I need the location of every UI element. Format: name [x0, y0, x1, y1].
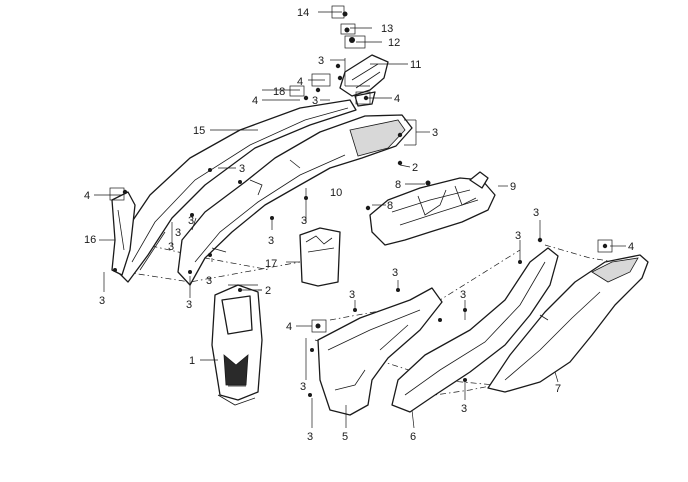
- part-6-middle-long-cover: [391, 247, 559, 413]
- callout-3: 3: [461, 403, 467, 415]
- callout-3: 3: [175, 227, 181, 239]
- callout-3: 3: [186, 299, 192, 311]
- callout-11: 11: [410, 59, 421, 71]
- callout-9: 9: [510, 181, 516, 193]
- callout-3: 3: [312, 95, 318, 107]
- callout-3: 3: [206, 275, 212, 287]
- part-15-upper-rail: [117, 99, 357, 283]
- callout-4: 4: [84, 190, 90, 202]
- callout-2: 2: [412, 162, 418, 174]
- callout-1: 1: [189, 355, 195, 367]
- fasteners: [113, 11, 608, 397]
- part-16-rear-bracket: [111, 191, 136, 276]
- callout-3: 3: [301, 215, 307, 227]
- callout-labels: 14 13 12 3 11 4 18 4 3 4 15 3 2 3 10 8 9…: [84, 7, 634, 443]
- callout-3: 3: [168, 241, 174, 253]
- part-7-rear-side-cover: [487, 254, 649, 393]
- callout-8: 8: [387, 200, 393, 212]
- callout-15: 15: [193, 125, 205, 137]
- callout-14: 14: [297, 7, 309, 19]
- callout-3: 3: [268, 235, 274, 247]
- part-5-lower-side-cover: [317, 287, 443, 416]
- callout-3: 3: [515, 230, 521, 242]
- callout-4: 4: [394, 93, 400, 105]
- callout-12: 12: [388, 37, 400, 49]
- part-9-inner-bracket: [369, 171, 496, 246]
- callout-3: 3: [392, 267, 398, 279]
- callout-4: 4: [297, 76, 303, 88]
- callout-3: 3: [188, 215, 194, 227]
- callout-13: 13: [381, 23, 393, 35]
- callout-4: 4: [252, 95, 258, 107]
- callout-10: 10: [330, 187, 342, 199]
- callout-3: 3: [300, 381, 306, 393]
- callout-3: 3: [307, 431, 313, 443]
- callout-3: 3: [99, 295, 105, 307]
- callout-3: 3: [432, 127, 438, 139]
- callout-3: 3: [349, 289, 355, 301]
- callout-17: 17: [265, 258, 277, 270]
- callout-6: 6: [410, 431, 416, 443]
- callout-18: 18: [273, 86, 285, 98]
- callout-3: 3: [460, 289, 466, 301]
- part-17-small-panel: [299, 227, 341, 287]
- callout-2: 2: [265, 285, 271, 297]
- callout-4: 4: [286, 321, 292, 333]
- callout-3: 3: [533, 207, 539, 219]
- callout-3: 3: [318, 55, 324, 67]
- callout-5: 5: [342, 431, 348, 443]
- part-10-main-upper-shell: [177, 114, 413, 286]
- part-1-front-lower-cover: [211, 284, 263, 406]
- callout-8: 8: [395, 179, 401, 191]
- leader-lines: [94, 5, 626, 429]
- callout-16: 16: [84, 234, 96, 246]
- callout-4: 4: [628, 241, 634, 253]
- callout-3: 3: [239, 163, 245, 175]
- callout-7: 7: [555, 383, 561, 395]
